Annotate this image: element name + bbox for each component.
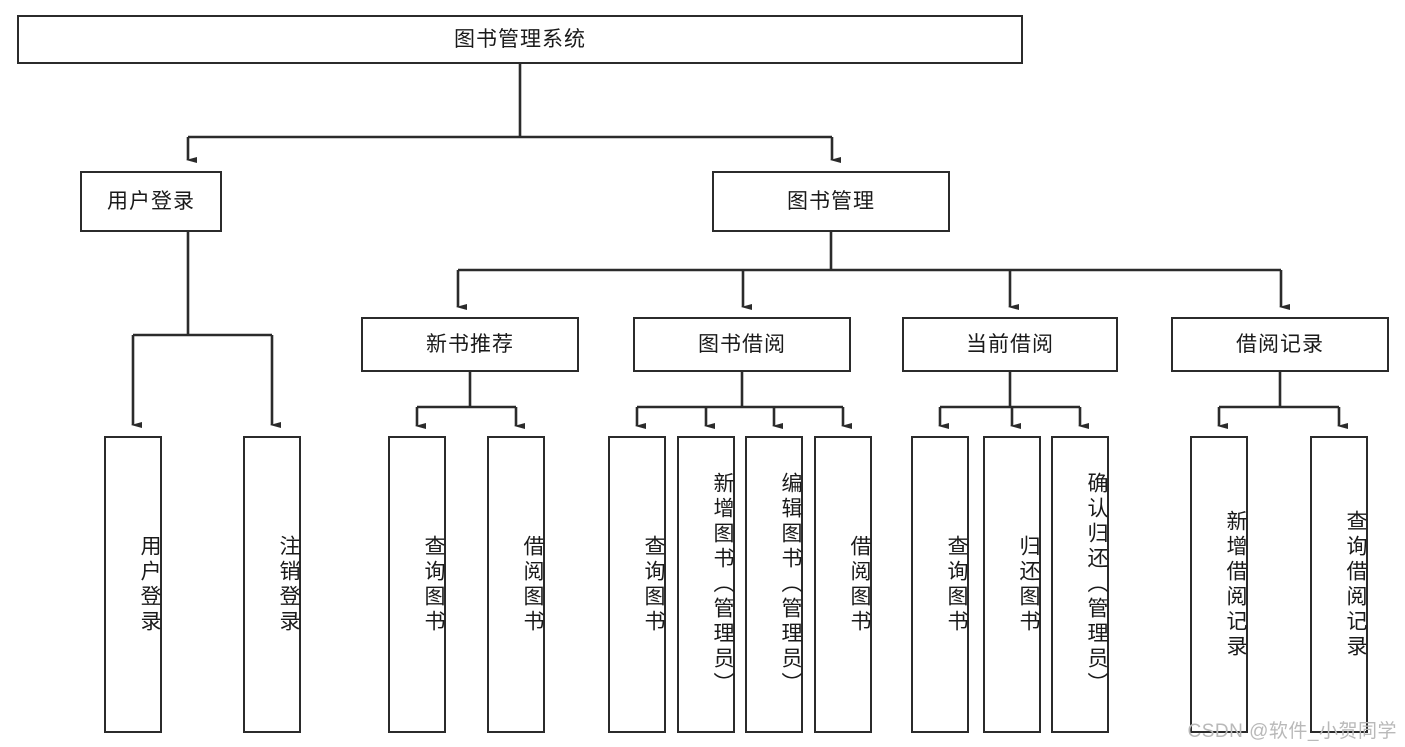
watermark-text: CSDN @软件_小贺同学: [1187, 721, 1397, 742]
leaf-return-book[interactable]: 归还图书: [983, 436, 1041, 733]
node-root[interactable]: 图书管理系统: [17, 15, 1023, 64]
leaf-query-book-new-rec[interactable]: 查询图书: [388, 436, 446, 733]
leaf-user-login-label: 用户登录: [138, 534, 161, 635]
leaf-return-book-label: 归还图书: [1017, 534, 1040, 635]
leaf-query-book-current-label: 查询图书: [945, 534, 968, 635]
wire-userlogin-to-leaves: [131, 232, 281, 428]
node-root-label: 图书管理系统: [454, 27, 586, 51]
leaf-query-borrow-record[interactable]: 查询借阅记录: [1310, 436, 1368, 733]
node-borrow-record[interactable]: 借阅记录: [1171, 317, 1389, 372]
wire-currentborrow-to-leaves: [938, 372, 1089, 429]
leaf-borrow-book-label: 借阅图书: [848, 534, 871, 635]
wire-root-to-level2: [186, 64, 841, 163]
node-book-manage-label: 图书管理: [787, 189, 875, 213]
node-new-book-recommend[interactable]: 新书推荐: [361, 317, 579, 372]
node-user-login[interactable]: 用户登录: [80, 171, 222, 232]
wire-borrowrecord-to-leaves: [1217, 372, 1348, 429]
leaf-add-borrow-record[interactable]: 新增借阅记录: [1190, 436, 1248, 733]
node-book-borrow-label: 图书借阅: [698, 332, 786, 356]
leaf-user-login[interactable]: 用户登录: [104, 436, 162, 733]
leaf-borrow-book[interactable]: 借阅图书: [814, 436, 872, 733]
leaf-query-book-borrow[interactable]: 查询图书: [608, 436, 666, 733]
wire-bookmanage-to-level3: [456, 232, 1290, 310]
leaf-borrow-book-new-rec-label: 借阅图书: [521, 534, 544, 635]
leaf-query-book-new-rec-label: 查询图书: [422, 534, 445, 635]
leaf-confirm-return-admin-label: 确认归还（管理员）: [1085, 472, 1108, 697]
leaf-edit-book-admin-label: 编辑图书（管理员）: [779, 472, 802, 697]
node-user-login-label: 用户登录: [107, 189, 195, 213]
node-book-borrow[interactable]: 图书借阅: [633, 317, 851, 372]
leaf-query-book-borrow-label: 查询图书: [642, 534, 665, 635]
leaf-borrow-book-new-rec[interactable]: 借阅图书: [487, 436, 545, 733]
leaf-query-borrow-record-label: 查询借阅记录: [1344, 509, 1367, 660]
wire-bookborrow-to-leaves: [635, 372, 852, 429]
leaf-add-borrow-record-label: 新增借阅记录: [1224, 509, 1247, 660]
leaf-confirm-return-admin[interactable]: 确认归还（管理员）: [1051, 436, 1109, 733]
node-book-manage[interactable]: 图书管理: [712, 171, 950, 232]
leaf-query-book-current[interactable]: 查询图书: [911, 436, 969, 733]
node-borrow-record-label: 借阅记录: [1236, 332, 1324, 356]
leaf-add-book-admin-label: 新增图书（管理员）: [711, 472, 734, 697]
wire-newbookrec-to-leaves: [415, 372, 525, 429]
node-new-book-recommend-label: 新书推荐: [426, 332, 514, 356]
leaf-add-book-admin[interactable]: 新增图书（管理员）: [677, 436, 735, 733]
leaf-edit-book-admin[interactable]: 编辑图书（管理员）: [745, 436, 803, 733]
node-current-borrow[interactable]: 当前借阅: [902, 317, 1118, 372]
leaf-logout-label: 注销登录: [277, 534, 300, 635]
node-current-borrow-label: 当前借阅: [966, 332, 1054, 356]
leaf-logout[interactable]: 注销登录: [243, 436, 301, 733]
